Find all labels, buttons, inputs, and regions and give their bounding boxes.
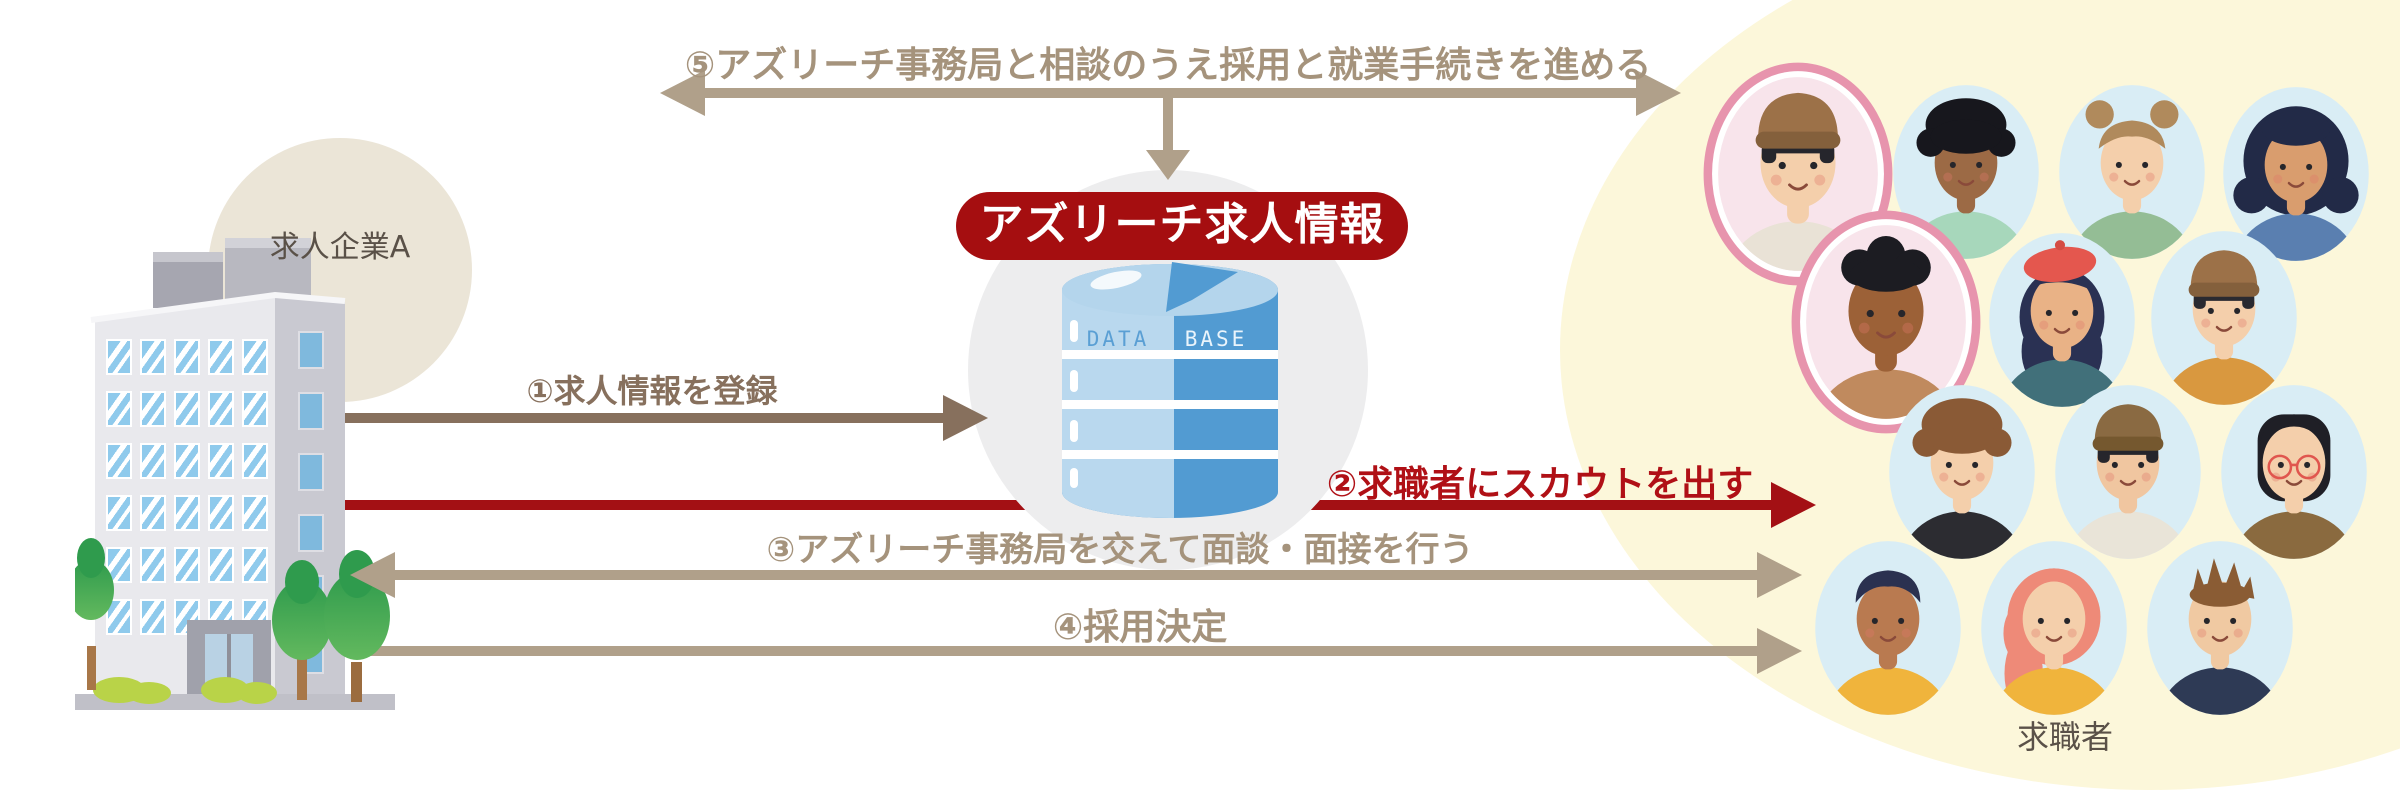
arrow-right-head-step3 — [1757, 552, 1802, 598]
step4-label: ④採用決定 — [1052, 607, 1228, 648]
database-icon: DATA BASE — [1062, 262, 1278, 518]
job-seeker-avatar-7 — [2151, 231, 2297, 405]
job-seeker-avatar-13 — [2147, 541, 2293, 715]
trees — [75, 538, 390, 702]
arrow-right-head-step4 — [1757, 628, 1802, 674]
arrow-right-head-step5 — [1636, 70, 1681, 116]
arrow-down-head-step5 — [1146, 150, 1190, 180]
job-seeker-avatar-12 — [1981, 541, 2127, 715]
job-seeker-avatar-5 — [1791, 210, 1981, 434]
job-seeker-avatar-10 — [2221, 385, 2367, 559]
database-notch — [1166, 262, 1238, 312]
company-label: 求人企業A — [269, 230, 411, 265]
job-seeker-avatar-3 — [2059, 85, 2205, 259]
database-data-text: DATA — [1087, 327, 1150, 351]
arrow-branch-step5 — [1163, 96, 1173, 152]
rooftop-box — [153, 258, 223, 308]
step5-label: ⑤アズリーチ事務局と相談のうえ採用と就業手続きを進める — [684, 45, 1652, 86]
arrow-line-step1 — [345, 413, 945, 423]
job-seekers-label: 求職者 — [2016, 718, 2113, 756]
company-building-icon — [75, 238, 395, 710]
step1-label: ①求人情報を登録 — [526, 372, 778, 410]
step2-label: ②求職者にスカウトを出す — [1326, 464, 1754, 505]
arrow-right-head-step1 — [943, 395, 988, 441]
job-seeker-avatar-8 — [1889, 385, 2035, 559]
arrow-line-step3 — [394, 570, 1758, 580]
database-base-text: BASE — [1185, 327, 1248, 351]
job-seeker-avatar-2 — [1893, 85, 2039, 259]
bushes — [93, 677, 277, 704]
step3-label: ③アズリーチ事務局を交えて面談・面接を行う — [766, 530, 1474, 570]
arrow-left-head-step5 — [660, 70, 705, 116]
arrow-left-head-step3 — [350, 552, 395, 598]
job-seeker-avatar-6 — [1989, 233, 2135, 407]
database-title-badge: アズリーチ求人情報 — [956, 192, 1408, 260]
job-seeker-avatar-4 — [2223, 87, 2369, 261]
arrow-right-head-step2 — [1771, 482, 1816, 528]
job-seeker-avatar-11 — [1815, 541, 1961, 715]
arrow-line-step4 — [345, 646, 1758, 656]
job-seeker-avatar-9 — [2055, 385, 2201, 559]
arrow-line-step5 — [704, 88, 1636, 98]
